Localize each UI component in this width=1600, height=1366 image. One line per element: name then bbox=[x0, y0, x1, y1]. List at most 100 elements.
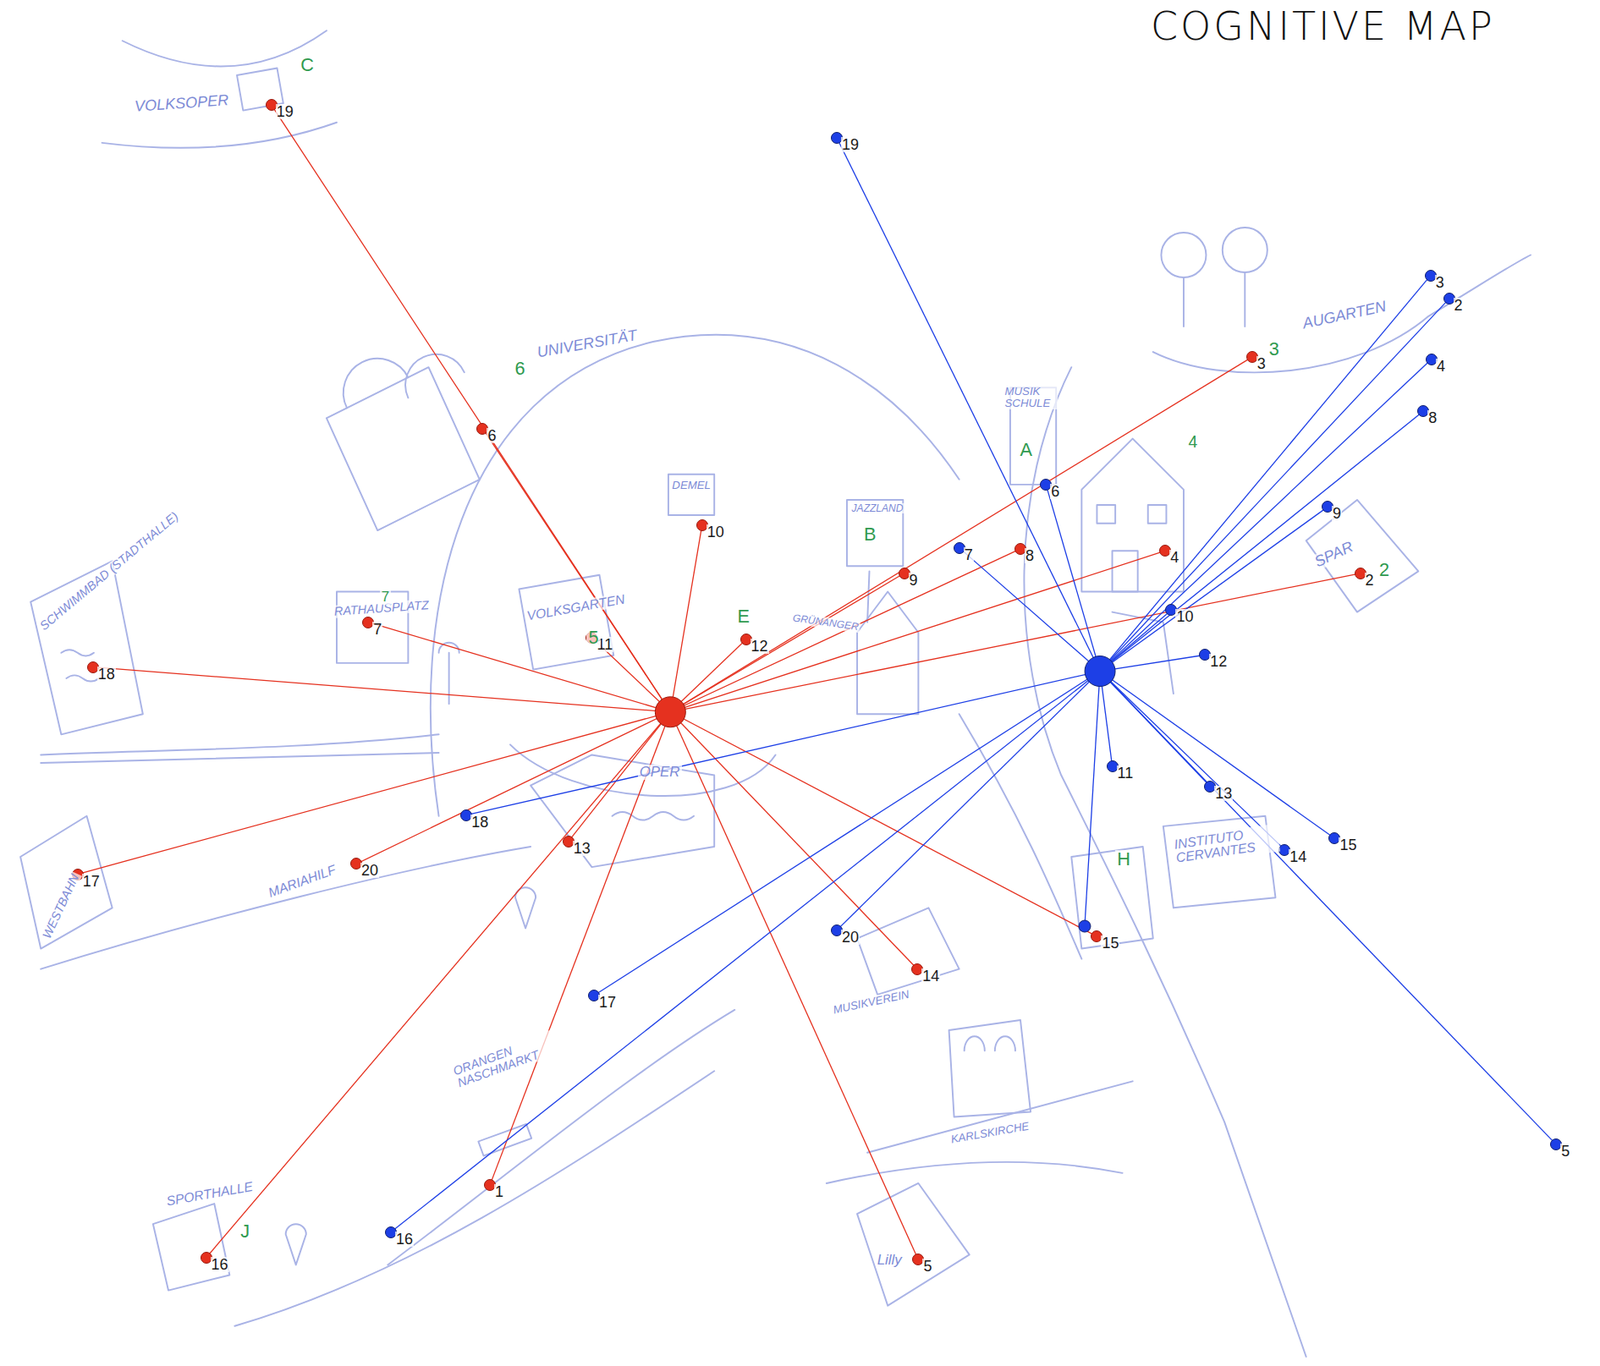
sketch-stroke bbox=[949, 1020, 1031, 1118]
blue-point: 2 bbox=[1443, 292, 1456, 305]
sketch-stroke bbox=[612, 812, 694, 821]
sketch-stroke bbox=[959, 714, 1083, 959]
point-number: 16 bbox=[210, 1257, 230, 1273]
red-point: 9 bbox=[898, 567, 911, 580]
sketch-stroke bbox=[430, 335, 960, 817]
place-name: ORANGEN NASCHMARKT bbox=[449, 1027, 567, 1091]
blue-point: 9 bbox=[1321, 500, 1334, 513]
point-number: 10 bbox=[706, 524, 726, 540]
red-point: 6 bbox=[476, 423, 489, 435]
blue-point: 12 bbox=[1198, 648, 1211, 661]
point-number: 4 bbox=[1169, 549, 1180, 566]
red-point: 15 bbox=[1090, 930, 1103, 943]
marker-letter: 4 bbox=[1187, 434, 1200, 451]
sketch-stroke bbox=[1222, 227, 1268, 273]
sketch-stroke bbox=[122, 30, 327, 66]
point-number: 18 bbox=[97, 666, 116, 682]
ray-line bbox=[836, 671, 1100, 931]
place-name: MUSIKVEREIN bbox=[830, 988, 912, 1017]
point-number: 2 bbox=[1453, 297, 1464, 314]
blue-point: 3 bbox=[1424, 269, 1437, 282]
ray-line bbox=[670, 712, 919, 1261]
ray-line bbox=[368, 622, 671, 713]
point-number: 4 bbox=[1435, 358, 1447, 374]
marker-letter: J bbox=[238, 1222, 252, 1243]
sketch-stroke bbox=[1023, 367, 1306, 1358]
blue-point: 4 bbox=[1425, 353, 1438, 366]
point-number: 3 bbox=[1256, 356, 1267, 372]
marker-letter: B bbox=[862, 525, 878, 545]
sketch-stroke bbox=[326, 367, 480, 531]
ray-line bbox=[77, 712, 671, 875]
ray-line bbox=[1099, 671, 1335, 840]
place-name: SPORTHALLE bbox=[164, 1180, 256, 1210]
sketch-stroke bbox=[387, 1010, 735, 1265]
point-number: 14 bbox=[1288, 849, 1308, 865]
point-number: 19 bbox=[841, 137, 860, 153]
ray-line bbox=[206, 712, 671, 1259]
place-name: OPER bbox=[637, 764, 682, 781]
hub-point bbox=[654, 697, 686, 728]
point-number: 14 bbox=[921, 968, 941, 985]
red-point: 8 bbox=[1014, 543, 1027, 556]
red-point: 16 bbox=[200, 1252, 213, 1265]
marker-letter: C bbox=[298, 55, 316, 76]
blue-point: 13 bbox=[1204, 780, 1216, 793]
ray-line bbox=[670, 525, 702, 713]
sketch-stroke bbox=[40, 846, 531, 970]
blue-point: 19 bbox=[830, 131, 843, 144]
point-number: 11 bbox=[1116, 765, 1135, 781]
place-name: VOLKSGARTEN bbox=[524, 592, 628, 624]
point-number: 5 bbox=[922, 1259, 933, 1275]
sketch-stroke bbox=[515, 887, 536, 929]
ray-line bbox=[271, 104, 671, 713]
point-number: 3 bbox=[1435, 274, 1446, 291]
point-number: 9 bbox=[1331, 505, 1342, 522]
red-point: 1 bbox=[483, 1179, 496, 1192]
blue-point: 5 bbox=[1550, 1138, 1562, 1151]
red-point: 19 bbox=[265, 98, 278, 111]
red-point: 4 bbox=[1159, 544, 1172, 557]
sketch-stroke bbox=[478, 1124, 532, 1157]
ray-line bbox=[670, 549, 1021, 713]
point-number: 15 bbox=[1100, 935, 1120, 952]
ray-line bbox=[93, 667, 671, 713]
place-name: MUSIK SCHULE bbox=[1002, 385, 1057, 410]
red-point: 7 bbox=[362, 616, 374, 629]
marker-letter: H bbox=[1115, 850, 1133, 870]
blue-point: 17 bbox=[588, 989, 600, 1002]
blue-point: 6 bbox=[1039, 478, 1052, 491]
red-point: 3 bbox=[1246, 351, 1259, 363]
place-name: GRÜNANGER bbox=[790, 612, 861, 633]
place-name: Lilly bbox=[875, 1253, 904, 1269]
place-name: SPAR bbox=[1310, 538, 1358, 572]
point-number: 13 bbox=[572, 841, 592, 857]
sketch-stroke bbox=[40, 753, 439, 764]
sketch-stroke bbox=[867, 1081, 1133, 1153]
marker-letter: 5 bbox=[586, 628, 600, 649]
sketch-stroke bbox=[826, 1162, 1123, 1184]
point-number: 10 bbox=[1175, 609, 1194, 625]
sketch-stroke bbox=[530, 754, 715, 868]
ray-line bbox=[1099, 671, 1210, 787]
point-number: 6 bbox=[486, 428, 497, 444]
sketch-stroke bbox=[1096, 505, 1116, 524]
blue-point: 16 bbox=[384, 1226, 397, 1239]
blue-point: 7 bbox=[953, 542, 966, 555]
red-point: 5 bbox=[912, 1253, 924, 1266]
point-number: 20 bbox=[360, 863, 380, 879]
ray-line bbox=[1099, 671, 1285, 851]
point-number: 20 bbox=[841, 929, 860, 946]
sketch-stroke bbox=[153, 1204, 230, 1292]
place-name: JAZZLAND bbox=[850, 503, 906, 515]
ray-line bbox=[670, 573, 904, 713]
place-name: INSTITUTO CERVANTES bbox=[1171, 824, 1281, 867]
sketch-stroke bbox=[857, 907, 960, 996]
ray-line bbox=[670, 357, 1252, 713]
sketch-stroke bbox=[1153, 254, 1531, 373]
ray-line bbox=[1099, 359, 1432, 672]
blue-point: 10 bbox=[1165, 604, 1177, 616]
ray-line bbox=[356, 712, 671, 865]
red-point: 18 bbox=[87, 661, 99, 674]
